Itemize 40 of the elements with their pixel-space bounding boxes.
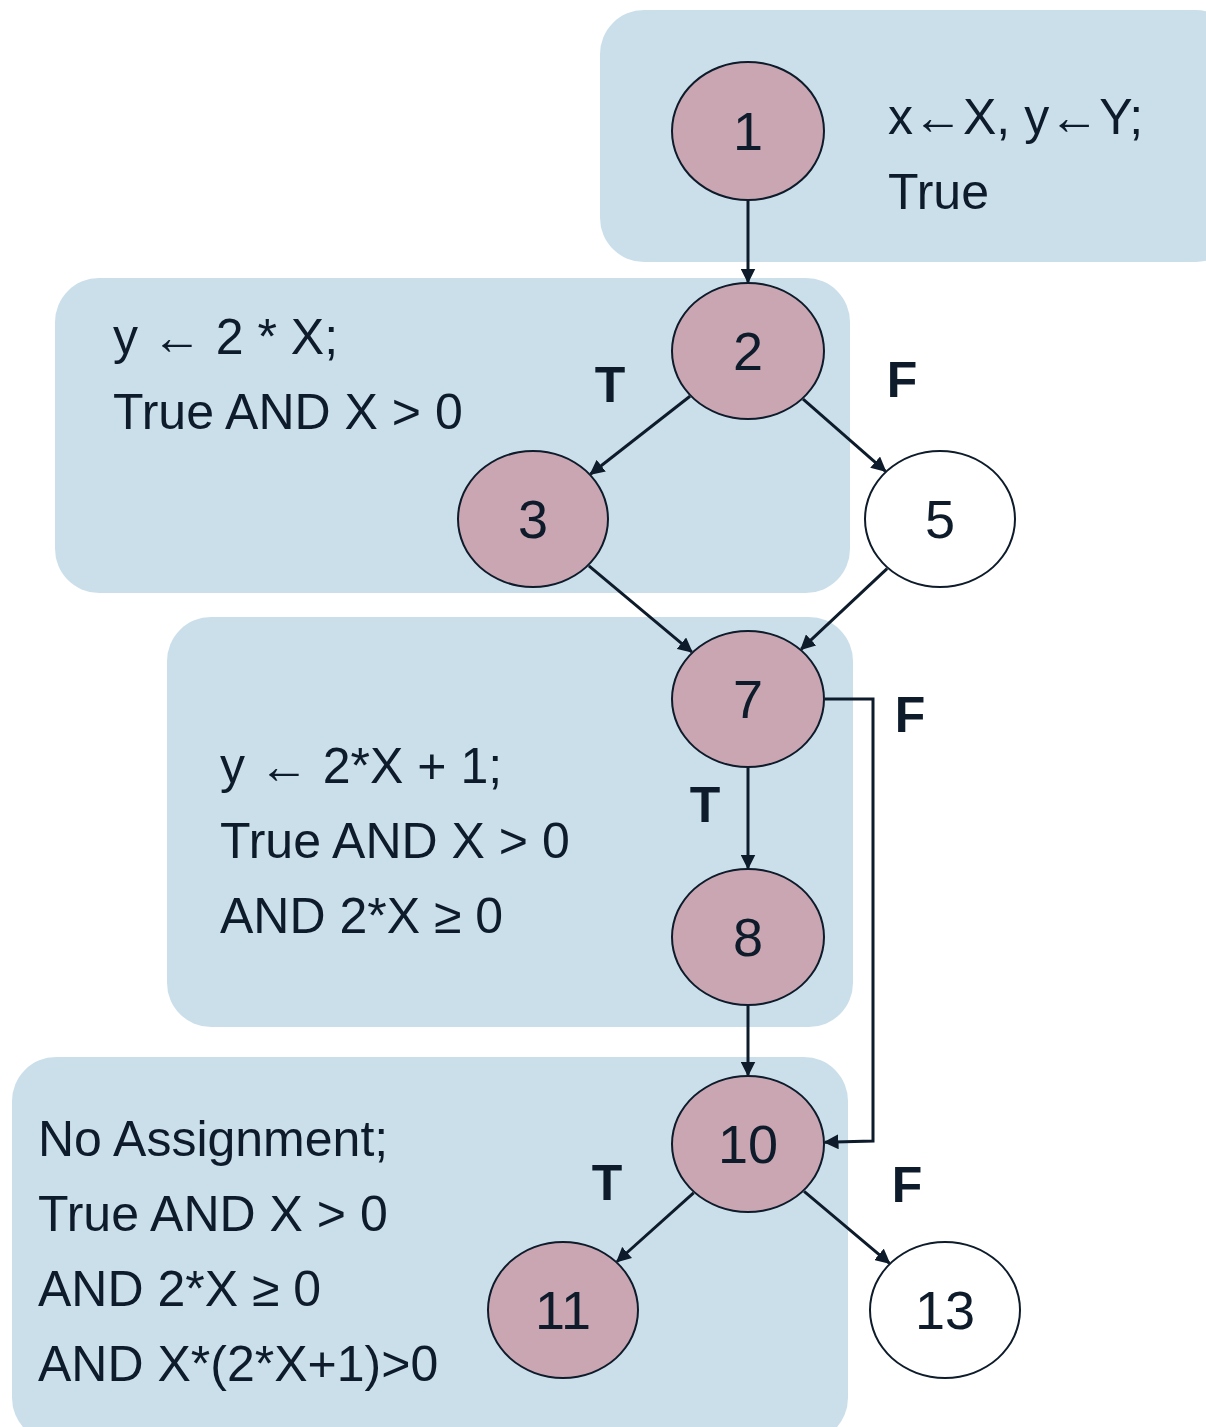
code-text: True AND X > 0 xyxy=(113,383,463,442)
arrow xyxy=(803,1190,891,1265)
arrow xyxy=(616,1191,695,1263)
state-number: 11 xyxy=(534,1283,592,1337)
arrow xyxy=(587,564,693,654)
arrow xyxy=(800,567,889,651)
arrow xyxy=(740,768,756,870)
arrow xyxy=(589,395,691,476)
arrow xyxy=(740,201,756,284)
state-number: 8 xyxy=(732,910,763,964)
code-text: True xyxy=(888,163,989,222)
code-text: True AND X > 0 xyxy=(220,812,570,871)
edge-label: F xyxy=(886,355,918,405)
code-text: AND 2*X ≥ 0 xyxy=(38,1260,322,1319)
code-text: y ← 2*X + 1; xyxy=(220,737,503,796)
edge-label: F xyxy=(894,690,926,740)
edge-label: T xyxy=(591,1158,623,1208)
arrow xyxy=(740,1006,756,1077)
condition-panel xyxy=(55,278,850,593)
code-text: True AND X > 0 xyxy=(38,1185,388,1244)
edge-label: T xyxy=(689,780,721,830)
state-number: 1 xyxy=(732,104,763,158)
arrow xyxy=(823,697,875,1150)
code-text: AND X*(2*X+1)>0 xyxy=(38,1335,439,1394)
code-text: AND 2*X ≥ 0 xyxy=(220,887,504,946)
code-text: x←X, y←Y; xyxy=(888,88,1144,147)
state-number: 10 xyxy=(717,1117,779,1171)
arrow xyxy=(802,398,887,473)
code-text: No Assignment; xyxy=(38,1110,389,1169)
state-number: 3 xyxy=(517,492,548,546)
state-number: 5 xyxy=(924,492,955,546)
state-number: 13 xyxy=(914,1283,976,1337)
condition-panel xyxy=(167,617,853,1027)
condition-panel xyxy=(600,10,1206,262)
state-number: 2 xyxy=(732,324,763,378)
edge-label: F xyxy=(891,1160,923,1210)
state-number: 7 xyxy=(732,672,763,726)
condition-panel xyxy=(12,1057,848,1427)
edge-label: T xyxy=(594,360,626,410)
code-text: y ← 2 * X; xyxy=(113,308,339,367)
